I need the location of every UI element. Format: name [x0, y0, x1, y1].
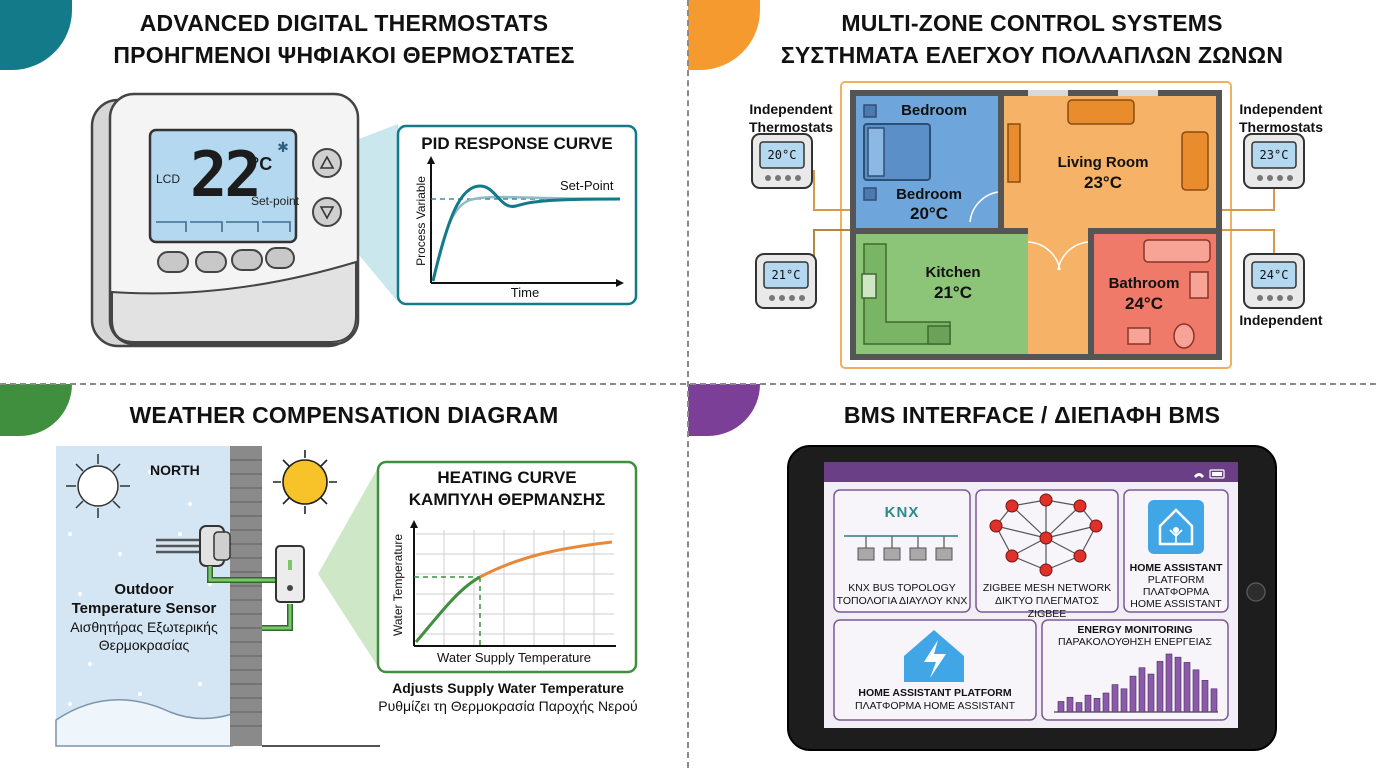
energy-bar — [1093, 697, 1101, 713]
energy-bar — [1165, 653, 1173, 713]
energy-bar — [1084, 694, 1092, 713]
heating-y-axis-label: Water Temperature — [391, 533, 405, 637]
room-label-bedroom-top: Bedroom — [901, 102, 967, 119]
room-label-living: Living Room — [1057, 154, 1149, 171]
section-title-gr: ΣΥΣΤΗΜΑΤΑ ΕΛΕΓΧΟΥ ΠΟΛΛΑΠΛΩΝ ΖΩΝΩΝ — [780, 42, 1284, 68]
thermostat-display-24: 24°C — [1259, 268, 1289, 282]
ha-platform-label-gr: ΠΛΑΤΦΟΡΜΑ HOME ASSISTANT — [854, 700, 1016, 712]
thermostat-display-23: 23°C — [1259, 148, 1289, 162]
pid-chart-title: PID RESPONSE CURVE — [421, 134, 613, 153]
section-title-en: MULTI-ZONE CONTROL SYSTEMS — [841, 10, 1223, 36]
ha-card-line-3: ΠΛΑΤΦΟΡΜΑ — [1142, 586, 1210, 598]
quadrant-multizone: MULTI-ZONE CONTROL SYSTEMS ΣΥΣΤΗΜΑΤΑ ΕΛΕ… — [688, 0, 1376, 384]
thermostat-display-20: 20°C — [767, 148, 797, 162]
knx-label-gr: ΤΟΠΟΛΟΓΙΑ ΔΙΑΥΛΟΥ KNX — [836, 595, 968, 607]
sensor-label-gr-1: Αισθητήρας Εξωτερικής — [70, 619, 218, 635]
energy-bar — [1120, 688, 1128, 713]
room-temp-bathroom: 24°C — [1125, 294, 1163, 313]
energy-label-gr: ΠΑΡΑΚΟΛΟΥΘΗΣΗ ΕΝΕΡΓΕΙΑΣ — [1057, 636, 1213, 648]
label-independent-bottom: Independent — [1239, 312, 1323, 328]
svg-text:✱: ✱ — [277, 139, 289, 155]
ha-card-line-2: PLATFORM — [1147, 574, 1205, 586]
energy-bar — [1174, 656, 1182, 713]
energy-bar — [1201, 680, 1209, 713]
energy-bar — [1147, 673, 1155, 713]
ha-card-line-4: HOME ASSISTANT — [1130, 598, 1222, 610]
zigbee-label-en: ZIGBEE MESH NETWORK — [982, 582, 1112, 594]
energy-bar — [1192, 669, 1200, 713]
knx-logo: KNX — [884, 504, 920, 521]
ha-card-line-1: HOME ASSISTANT — [1129, 562, 1223, 574]
energy-bar — [1075, 702, 1083, 713]
lcd-unit: °C — [252, 154, 273, 174]
section-title: BMS INTERFACE / ΔΙΕΠΑΦΗ BMS — [843, 402, 1221, 428]
ha-platform-label-en: HOME ASSISTANT PLATFORM — [858, 687, 1012, 699]
room-label-bathroom: Bathroom — [1108, 275, 1180, 292]
lcd-temperature: 22 — [190, 138, 262, 211]
floorplan-illustration — [751, 81, 1305, 369]
energy-bar — [1066, 696, 1074, 713]
energy-bar — [1129, 675, 1137, 713]
energy-bar — [1156, 661, 1164, 713]
section-title-en: ADVANCED DIGITAL THERMOSTATS — [139, 10, 549, 36]
lcd-label: LCD — [156, 172, 181, 186]
heating-curve-title-en: HEATING CURVE — [437, 468, 577, 487]
heating-curve-title-gr: ΚΑΜΠΥΛΗ ΘΕΡΜΑΝΣΗΣ — [408, 490, 606, 509]
north-label: NORTH — [150, 462, 200, 478]
section-title: WEATHER COMPENSATION DIAGRAM — [129, 402, 559, 428]
knx-label-en: KNX BUS TOPOLOGY — [848, 582, 956, 594]
room-temp-kitchen: 21°C — [934, 283, 972, 302]
pid-x-axis-label: Time — [510, 285, 540, 300]
zone-thermostat-1 — [751, 133, 813, 189]
energy-label-en: ENERGY MONITORING — [1077, 624, 1193, 636]
weather-illustration — [55, 446, 638, 747]
zigbee-label-gr: ΔΙΚΤΥΟ ΠΛΕΓΜΑΤΟΣ ZIGBEE — [994, 595, 1100, 620]
quadrant-thermostats: ADVANCED DIGITAL THERMOSTATS ΠΡΟΗΓΜΕΝΟΙ … — [0, 0, 688, 384]
room-temp-bedroom: 20°C — [910, 204, 948, 223]
thermostat-display-21: 21°C — [771, 268, 801, 282]
pid-y-axis-label: Process Variable — [414, 176, 428, 266]
energy-bar — [1102, 692, 1110, 713]
heating-x-axis-label: Water Supply Temperature — [437, 650, 591, 665]
quadrant-bms: BMS INTERFACE / ΔΙΕΠΑΦΗ BMS — [688, 384, 1376, 768]
thermostat-illustration: ✱ — [90, 92, 638, 348]
energy-bar — [1210, 688, 1218, 713]
tablet-illustration — [787, 445, 1277, 751]
pid-setpoint-label: Set-Point — [560, 178, 614, 193]
energy-bar — [1111, 684, 1119, 713]
label-independent-thermostats-left: Independent Thermostats — [748, 101, 834, 135]
energy-bar — [1057, 701, 1065, 713]
room-label-bedroom: Bedroom — [896, 186, 962, 203]
sensor-label-gr-2: Θερμοκρασίας — [98, 637, 190, 653]
label-independent-thermostats-right: Independent Thermostats — [1238, 101, 1324, 135]
caption-gr: Ρυθμίζει τη Θερμοκρασία Παροχής Νερού — [378, 698, 638, 714]
horizontal-divider — [0, 383, 1376, 385]
section-title-gr: ΠΡΟΗΓΜΕΝΟΙ ΨΗΦΙΑΚΟΙ ΘΕΡΜΟΣΤΑΤΕΣ — [113, 42, 575, 68]
lcd-setpoint-label: Set-point — [251, 194, 300, 208]
energy-bar-chart — [1057, 653, 1218, 713]
sensor-label-en-1: Outdoor — [114, 581, 174, 598]
room-temp-living: 23°C — [1084, 173, 1122, 192]
energy-bar — [1138, 667, 1146, 713]
energy-bar — [1183, 662, 1191, 713]
quadrant-weather-compensation: WEATHER COMPENSATION DIAGRAM — [0, 384, 688, 768]
sensor-label-en-2: Temperature Sensor — [71, 600, 217, 617]
caption-en: Adjusts Supply Water Temperature — [392, 680, 624, 696]
room-label-kitchen: Kitchen — [925, 264, 981, 281]
